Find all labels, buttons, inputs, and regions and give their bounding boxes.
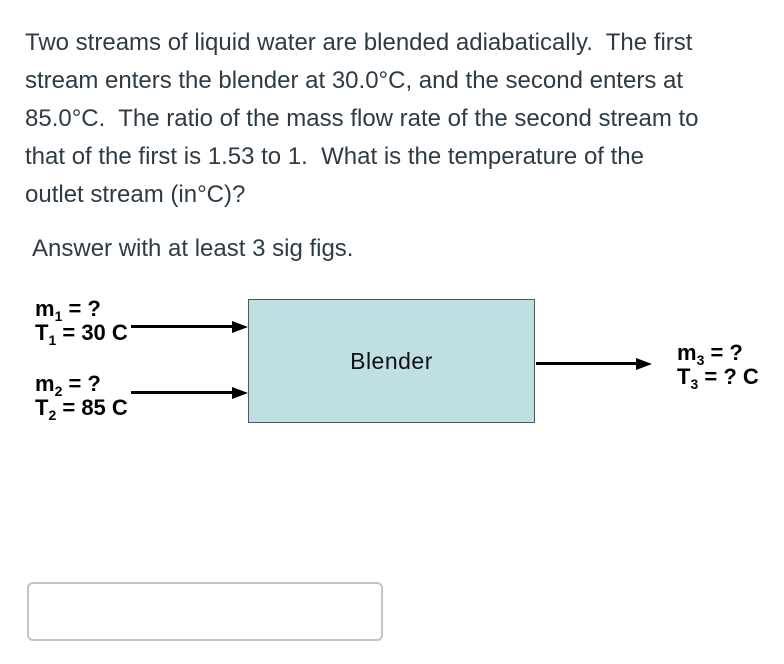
- question-line: that of the first is 1.53 to 1. What is …: [25, 143, 644, 170]
- stream1-mass-label: m1 = ?: [35, 296, 128, 324]
- m3-value: = ?: [704, 340, 743, 365]
- t2-symbol: T: [35, 395, 49, 420]
- t3-subscript: 3: [690, 376, 699, 392]
- m1-subscript: 1: [54, 308, 63, 324]
- m1-symbol: m: [35, 296, 55, 321]
- question-line: stream enters the blender at 30.0°C, and…: [25, 67, 683, 94]
- stream2-label: m2 = ? T2 = 85 C: [35, 371, 128, 423]
- blender-label: Blender: [350, 347, 433, 374]
- m2-subscript: 2: [54, 383, 63, 399]
- answer-input[interactable]: [27, 582, 383, 641]
- stream1-temp-label: T1 = 30 C: [35, 320, 128, 348]
- question-line: 85.0°C. The ratio of the mass flow rate …: [25, 105, 699, 132]
- t2-value: = 85 C: [56, 395, 128, 420]
- m1-value: = ?: [62, 296, 101, 321]
- blender-box: Blender: [248, 299, 535, 423]
- outlet-label: m3 = ? T3 = ? C: [677, 340, 759, 392]
- m3-subscript: 3: [696, 352, 705, 368]
- m3-symbol: m: [677, 340, 697, 365]
- t3-value: = ? C: [698, 364, 759, 389]
- t3-symbol: T: [677, 364, 691, 389]
- stream2-mass-label: m2 = ?: [35, 371, 128, 399]
- t1-subscript: 1: [48, 332, 57, 348]
- outlet-temp-label: T3 = ? C: [677, 364, 759, 392]
- t1-value: = 30 C: [56, 320, 128, 345]
- stream1-arrow: [131, 325, 232, 328]
- t1-symbol: T: [35, 320, 49, 345]
- stream1-label: m1 = ? T1 = 30 C: [35, 296, 128, 348]
- outlet-mass-label: m3 = ?: [677, 340, 759, 368]
- m2-value: = ?: [62, 371, 101, 396]
- outlet-arrow: [536, 362, 636, 365]
- question-line: outlet stream (in°C)?: [25, 181, 246, 208]
- sig-figs-note: Answer with at least 3 sig figs.: [32, 235, 354, 262]
- question-text: Two streams of liquid water are blended …: [25, 24, 699, 214]
- m2-symbol: m: [35, 371, 55, 396]
- t2-subscript: 2: [48, 407, 57, 423]
- question-line: Two streams of liquid water are blended …: [25, 29, 693, 56]
- stream2-temp-label: T2 = 85 C: [35, 395, 128, 423]
- stream2-arrow: [131, 391, 232, 394]
